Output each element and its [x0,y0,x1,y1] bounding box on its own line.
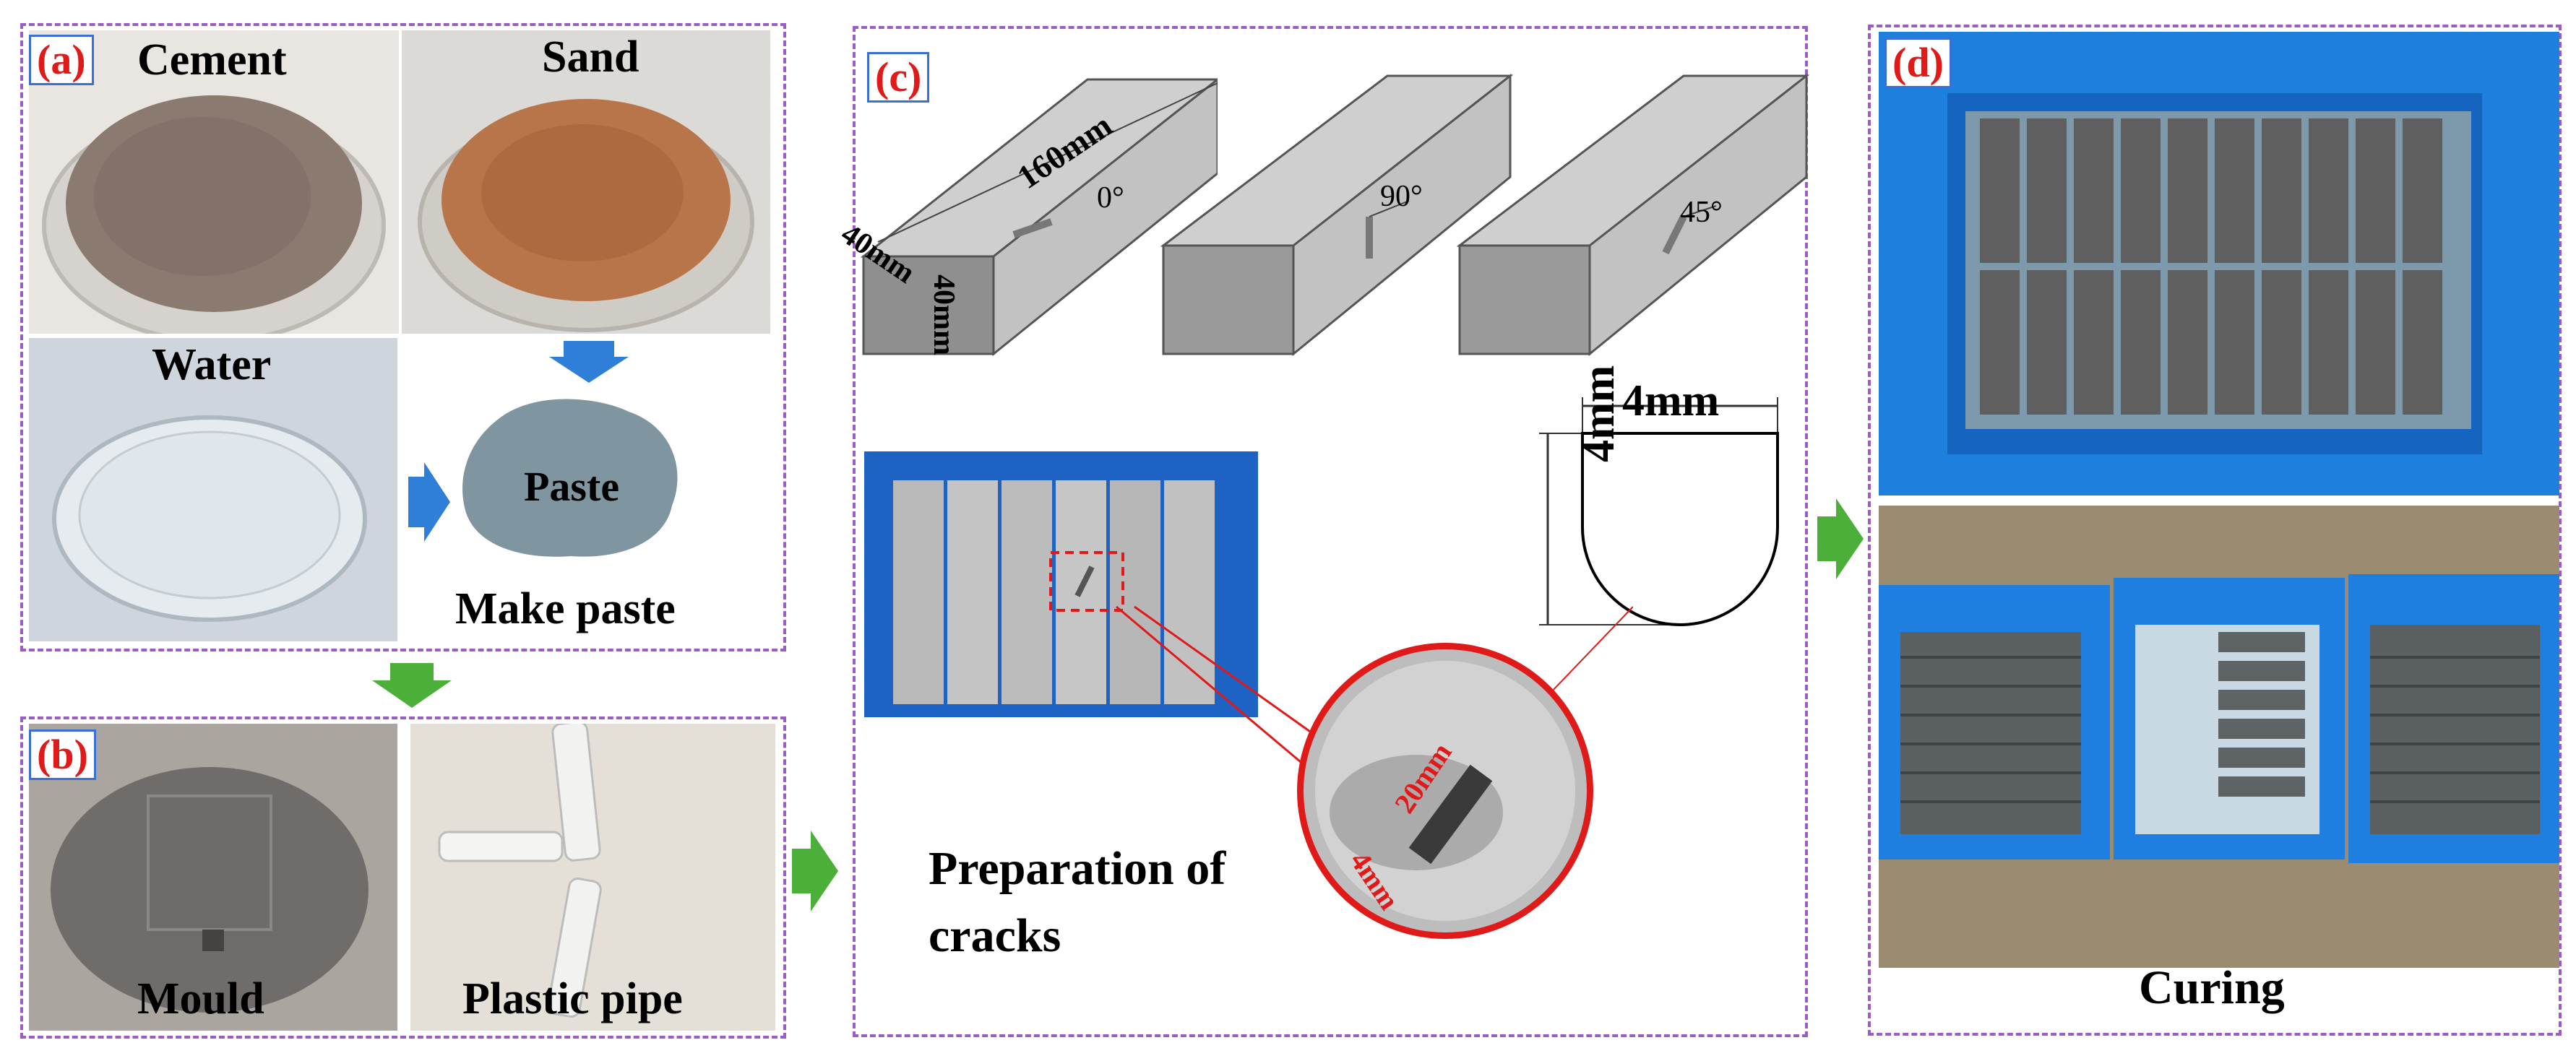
water-photo [29,338,397,641]
panel-c-tag: (c) [867,52,930,103]
panel-b-tag: (b) [29,729,96,780]
preparation-label-line2: cracks [929,909,1061,962]
angle-45-label: 45° [1680,196,1723,229]
angle-0-label: 0° [1097,181,1124,215]
plastic-pipe-photo [410,724,775,1031]
cracked-specimens-photo [864,451,1258,717]
arrow-down-green-a-b [372,663,452,708]
preparation-label-line1: Preparation of [929,842,1226,895]
dim-40mm-height: 40mm [927,274,960,355]
prism-90deg [1160,73,1514,357]
arrow-right-green-b-c [792,831,838,911]
panel-b [20,716,786,1039]
arrow-down-blue [549,341,629,383]
arrow-right-blue [408,462,450,542]
crack-cross-section [1539,397,1779,626]
water-label: Water [152,340,272,389]
paste-label: Paste [524,463,620,510]
sand-photo [402,30,770,334]
panel-a-tag: (a) [29,35,94,85]
arrow-right-green-c-d [1817,498,1864,579]
sand-label: Sand [542,33,639,82]
paste-blob [462,399,678,557]
make-paste-label: Make paste [455,584,676,633]
plastic-pipe-label: Plastic pipe [462,974,683,1023]
zoom-circle [1297,643,1593,939]
panel-a [20,23,786,651]
crack-depth-label: 4mm [1575,365,1624,462]
cement-label: Cement [137,35,287,85]
curing-boxes-photo [1879,506,2559,968]
panel-d [1868,25,2562,1036]
curing-box-photo [1879,32,2559,495]
cement-photo [29,30,399,334]
curing-label: Curing [2139,961,2285,1014]
angle-90-label: 90° [1380,180,1423,213]
panel-c [853,26,1808,1037]
prism-45deg [1456,73,1810,357]
crack-width-label: 4mm [1622,376,1720,425]
mould-label: Mould [137,974,264,1023]
prism-0deg [860,78,1218,357]
panel-d-tag: (d) [1884,38,1952,88]
